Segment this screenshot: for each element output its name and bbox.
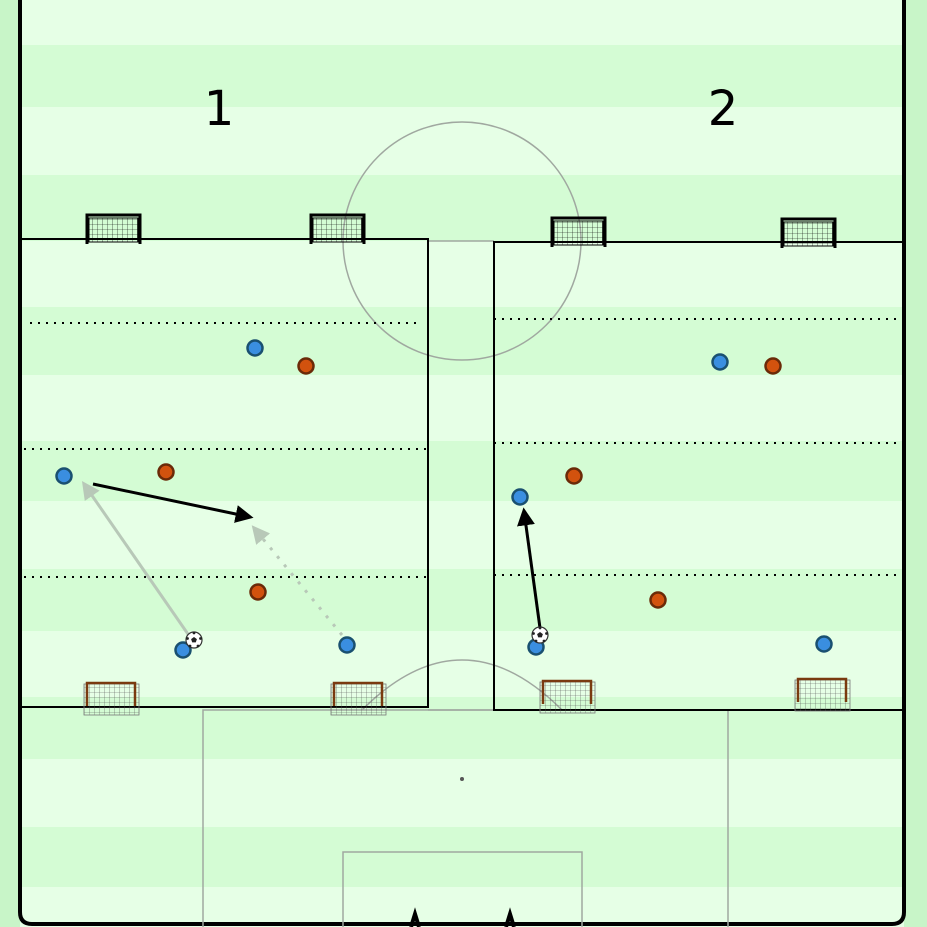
- blue-player-disc: [511, 488, 529, 506]
- mini-goal-icon: [550, 216, 607, 247]
- mini-goal-icon: [780, 217, 837, 248]
- run-arrow: [251, 525, 344, 636]
- blue-player-disc: [815, 635, 833, 653]
- penalty-spot: [460, 777, 464, 781]
- blue-player-disc: [246, 339, 264, 357]
- zone-2-area: [493, 241, 905, 711]
- orange-player-disc: [297, 357, 315, 375]
- zone-1-area: [19, 238, 429, 708]
- pass-back-arrow: [81, 481, 192, 638]
- mini-goal-icon: [539, 679, 596, 714]
- blue-player-disc: [338, 636, 356, 654]
- pass-arrow-zone-2: [517, 507, 542, 629]
- penalty-box: [202, 709, 729, 927]
- mini-goal-icon: [85, 213, 142, 244]
- orange-player-disc: [157, 463, 175, 481]
- orange-player-disc: [764, 357, 782, 375]
- soccer-ball-icon: [185, 630, 203, 649]
- orange-player-disc: [565, 467, 583, 485]
- penalty-arc: [361, 659, 563, 711]
- orange-player-disc: [249, 583, 267, 601]
- mini-goal-icon: [309, 213, 366, 244]
- blue-player-disc: [711, 353, 729, 371]
- bottom-goals: [83, 677, 851, 716]
- mini-goal-icon: [794, 677, 851, 712]
- blue-player-disc: [55, 467, 73, 485]
- zone-2-label: 2: [708, 81, 739, 137]
- top-goals: [85, 213, 837, 248]
- channel-lines: [24, 318, 896, 578]
- pitch-stripes: [20, 0, 904, 927]
- orange-player-disc: [649, 591, 667, 609]
- pass-arrow: [92, 482, 254, 523]
- movement-arrows: [81, 481, 542, 638]
- players: [55, 339, 833, 659]
- blue-player-disc: [174, 641, 192, 659]
- soccer-ball-icon: [531, 625, 549, 644]
- pitch-boundary: [18, 0, 906, 926]
- mini-goal-icon: [330, 681, 387, 716]
- goal-area: [342, 851, 583, 927]
- mini-goal-icon: [83, 681, 140, 716]
- main-goal-posts: [409, 907, 516, 927]
- zone-1-label: 1: [204, 81, 235, 137]
